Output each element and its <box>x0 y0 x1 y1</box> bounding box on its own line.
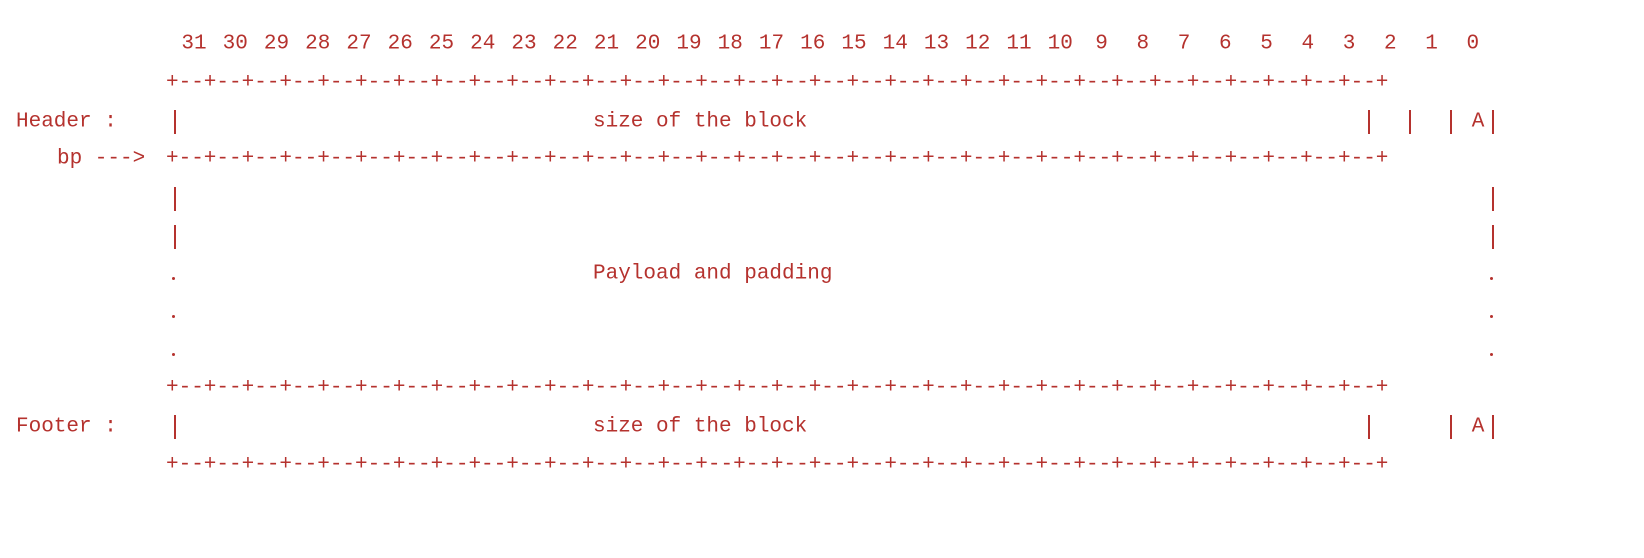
bit-number-29: 29 <box>263 32 290 56</box>
footer-label: Footer : <box>16 415 117 439</box>
payload-left-ellipsis-dot-2 <box>172 315 175 318</box>
payload-right-ellipsis-dot-2 <box>1490 315 1493 318</box>
header-left-border <box>174 110 176 134</box>
bit-number-24: 24 <box>470 32 496 56</box>
bit-number-22: 22 <box>552 32 578 56</box>
bit-number-11: 11 <box>1006 32 1032 56</box>
bit-number-31: 31 <box>181 32 207 56</box>
footer-left-border <box>174 415 176 439</box>
bit-number-4: 4 <box>1301 32 1315 56</box>
bit-number-14: 14 <box>882 32 908 56</box>
bit-number-6: 6 <box>1218 32 1232 56</box>
header-divider-bit2 <box>1409 110 1411 134</box>
separator-top: +--+--+--+--+--+--+--+--+--+--+--+--+--+… <box>166 71 1389 95</box>
header-label: Header : <box>16 110 117 134</box>
header-size-field: size of the block <box>593 110 808 134</box>
payload-left-border-1 <box>174 187 176 211</box>
separator-after-header: +--+--+--+--+--+--+--+--+--+--+--+--+--+… <box>166 147 1389 171</box>
footer-divider-bit3 <box>1368 415 1370 439</box>
separator-bottom: +--+--+--+--+--+--+--+--+--+--+--+--+--+… <box>166 453 1389 477</box>
bit-number-25: 25 <box>428 32 455 56</box>
payload-left-ellipsis-dot-3 <box>172 353 175 356</box>
bit-number-0: 0 <box>1466 32 1480 56</box>
bit-number-3: 3 <box>1342 32 1356 56</box>
bit-number-20: 20 <box>635 32 661 56</box>
bit-number-26: 26 <box>387 32 413 56</box>
bit-number-10: 10 <box>1047 32 1073 56</box>
footer-right-border <box>1492 415 1494 439</box>
footer-size-field: size of the block <box>593 415 808 439</box>
bit-number-8: 8 <box>1136 32 1150 56</box>
bit-number-2: 2 <box>1383 32 1397 56</box>
bit-number-15: 15 <box>841 32 867 56</box>
header-alloc-flag: A <box>1471 110 1485 134</box>
bit-number-12: 12 <box>965 32 991 56</box>
bit-number-1: 1 <box>1425 32 1438 56</box>
bit-number-18: 18 <box>717 32 743 56</box>
bit-number-7: 7 <box>1177 32 1191 56</box>
bit-number-21: 21 <box>593 32 620 56</box>
payload-left-border-2 <box>174 225 176 249</box>
bit-number-16: 16 <box>800 32 826 56</box>
block-pointer-label: bp ---> <box>57 147 146 171</box>
header-divider-bit3 <box>1368 110 1370 134</box>
payload-label: Payload and padding <box>593 262 833 286</box>
header-divider-bit1 <box>1450 110 1452 134</box>
payload-right-border-2 <box>1492 225 1494 249</box>
bit-number-17: 17 <box>758 32 785 56</box>
footer-alloc-flag: A <box>1471 415 1485 439</box>
bit-number-19: 19 <box>676 32 702 56</box>
payload-left-ellipsis-dot-1 <box>172 277 175 280</box>
bit-number-9: 9 <box>1095 32 1108 56</box>
bit-number-30: 30 <box>222 32 248 56</box>
bit-number-23: 23 <box>511 32 537 56</box>
bit-number-5: 5 <box>1260 32 1273 56</box>
payload-right-ellipsis-dot-1 <box>1490 277 1493 280</box>
bit-number-28: 28 <box>305 32 331 56</box>
bit-number-13: 13 <box>923 32 950 56</box>
payload-right-ellipsis-dot-3 <box>1490 353 1493 356</box>
payload-right-border-1 <box>1492 187 1494 211</box>
bit-number-27: 27 <box>346 32 372 56</box>
separator-after-payload: +--+--+--+--+--+--+--+--+--+--+--+--+--+… <box>166 376 1389 400</box>
footer-divider-bit1 <box>1450 415 1452 439</box>
header-right-border <box>1492 110 1494 134</box>
